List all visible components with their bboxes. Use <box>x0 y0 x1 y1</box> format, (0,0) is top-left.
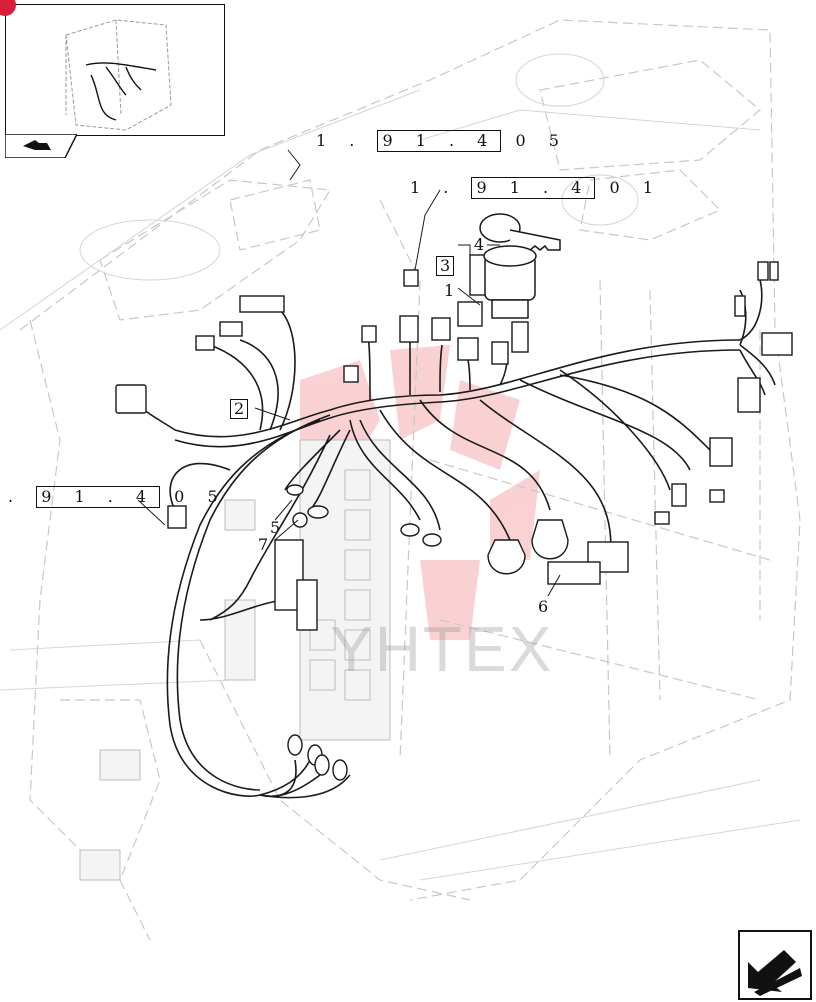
callout-6: 6 <box>538 597 549 616</box>
ref-left-prefix: . <box>8 487 23 506</box>
back-button[interactable] <box>4 133 79 159</box>
ref-mid-box: 9 1 . 4 <box>471 177 596 199</box>
callout-5: 5 <box>270 518 281 537</box>
ref-left-suffix: 0 5 <box>174 487 227 506</box>
watermark-text: YHTEX <box>330 613 554 685</box>
cab-outline <box>19 19 801 941</box>
cab-thumbnail-icon <box>65 19 172 131</box>
cab-thumbnail[interactable] <box>5 4 225 136</box>
ignition-switch <box>479 213 561 319</box>
callout-4: 4 <box>474 235 485 254</box>
callout-2: 2 <box>230 399 249 419</box>
leader-lines <box>137 149 561 597</box>
callout-3: 3 <box>436 256 455 276</box>
callout-1: 1 <box>444 281 455 300</box>
ref-left-box: 9 1 . 4 <box>36 486 161 508</box>
ref-label-mid[interactable]: 1 . 9 1 . 4 0 1 <box>410 177 662 199</box>
ref-top-prefix: 1 . <box>316 131 364 150</box>
ref-label-left[interactable]: . 9 1 . 4 0 5 <box>8 486 227 508</box>
ref-mid-prefix: 1 . <box>410 178 458 197</box>
ref-top-box: 9 1 . 4 <box>377 130 502 152</box>
ref-mid-suffix: 0 1 <box>609 178 662 197</box>
back-arrow-icon <box>4 133 79 159</box>
next-page-arrow-icon <box>748 950 802 996</box>
callout-7: 7 <box>258 535 269 554</box>
harness-connectors <box>115 254 793 781</box>
next-page-button[interactable] <box>738 930 812 1000</box>
corner-marker <box>0 0 16 16</box>
ref-label-top[interactable]: 1 . 9 1 . 4 0 5 <box>316 130 568 152</box>
wiring-harness <box>134 279 776 799</box>
ref-top-suffix: 0 5 <box>515 131 568 150</box>
